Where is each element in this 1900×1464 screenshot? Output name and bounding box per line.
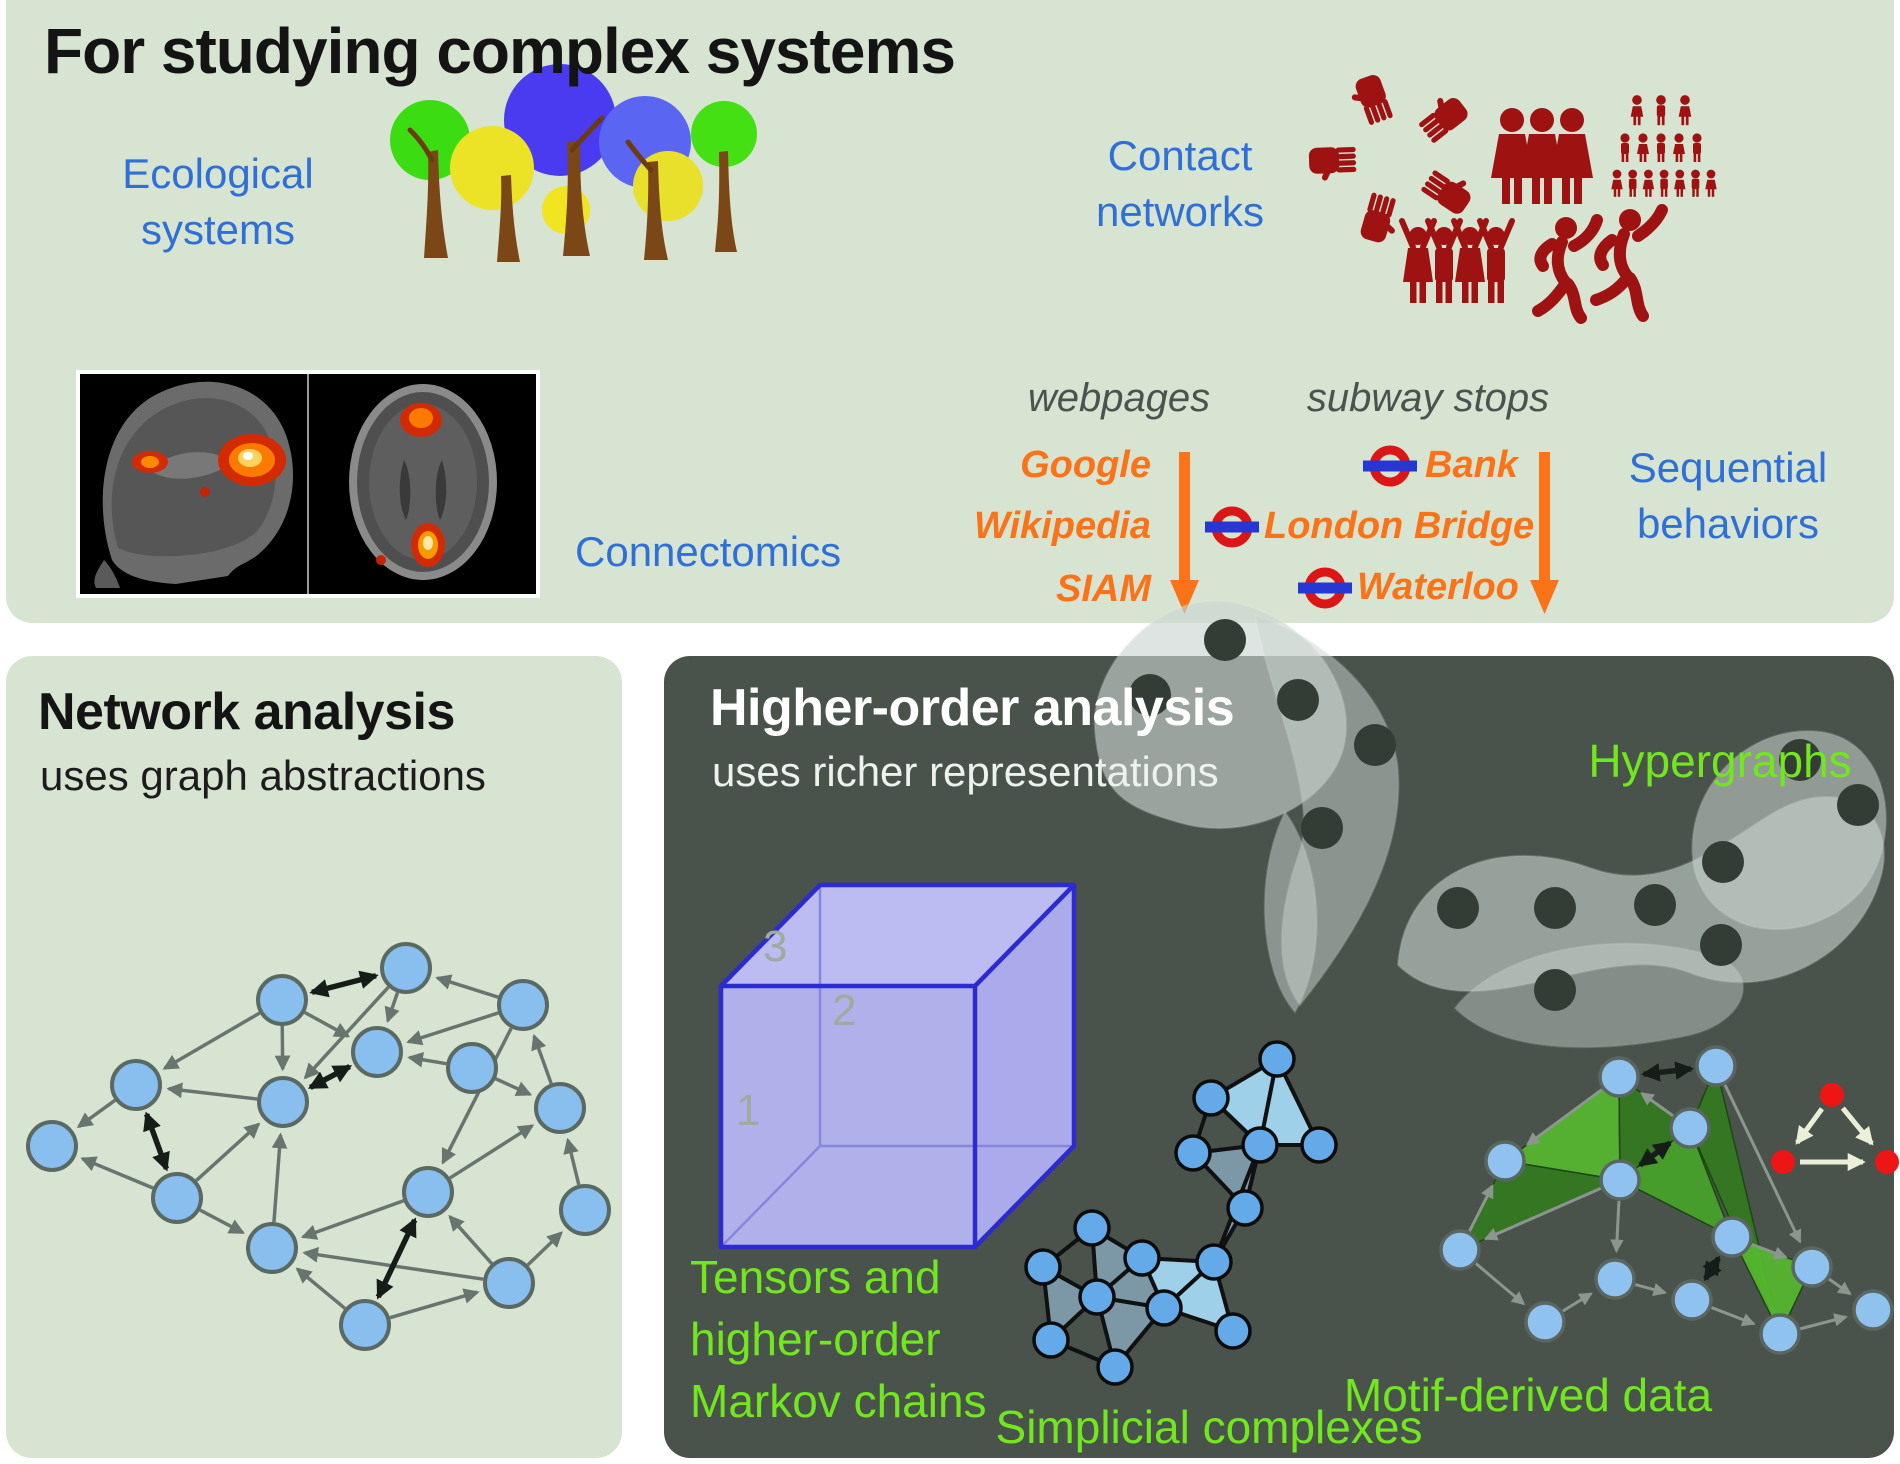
label-sequential-line2: behaviors bbox=[1636, 500, 1820, 547]
label-ecological-line1: Ecological bbox=[122, 150, 314, 197]
label-sequential-line1: Sequential bbox=[1628, 444, 1828, 491]
label-tensors-line2: higher-order bbox=[690, 1313, 941, 1365]
label-webpages: webpages bbox=[1027, 376, 1211, 420]
label-motif-derived-data: Motif-derived data bbox=[1343, 1369, 1713, 1421]
subway-item-waterloo: Waterloo bbox=[1357, 566, 1519, 608]
label-simplicial-complexes: Simplicial complexes bbox=[995, 1401, 1423, 1453]
page-title: For studying complex systems bbox=[44, 15, 956, 87]
web-item-siam: SIAM bbox=[1056, 568, 1151, 610]
label-tensors-line1: Tensors and bbox=[690, 1251, 941, 1303]
cube-axis-label-2: 2 bbox=[832, 986, 857, 1035]
cube-axis-label-3: 3 bbox=[763, 922, 788, 971]
subway-item-bank: Bank bbox=[1425, 444, 1518, 486]
cube-axis-label-1: 1 bbox=[736, 1086, 761, 1135]
web-item-google: Google bbox=[1020, 444, 1151, 486]
label-ecological-line2: systems bbox=[140, 206, 295, 253]
subway-item-london-bridge: London Bridge bbox=[1264, 505, 1535, 547]
higher-order-title: Higher-order analysis bbox=[710, 679, 1235, 737]
label-contact-line1: Contact bbox=[1107, 132, 1253, 179]
label-subway-stops: subway stops bbox=[1306, 376, 1550, 420]
higher-order-subtitle: uses richer representations bbox=[712, 748, 1219, 795]
label-tensors-line3: Markov chains bbox=[690, 1375, 987, 1427]
complex-systems-panel bbox=[6, 0, 1894, 623]
label-connectomics: Connectomics bbox=[575, 528, 842, 575]
network-analysis-subtitle: uses graph abstractions bbox=[40, 752, 486, 799]
label-contact-line2: networks bbox=[1095, 188, 1265, 235]
web-item-wikipedia: Wikipedia bbox=[973, 505, 1151, 547]
label-hypergraphs: Hypergraphs bbox=[1588, 735, 1852, 787]
network-analysis-title: Network analysis bbox=[38, 683, 455, 741]
